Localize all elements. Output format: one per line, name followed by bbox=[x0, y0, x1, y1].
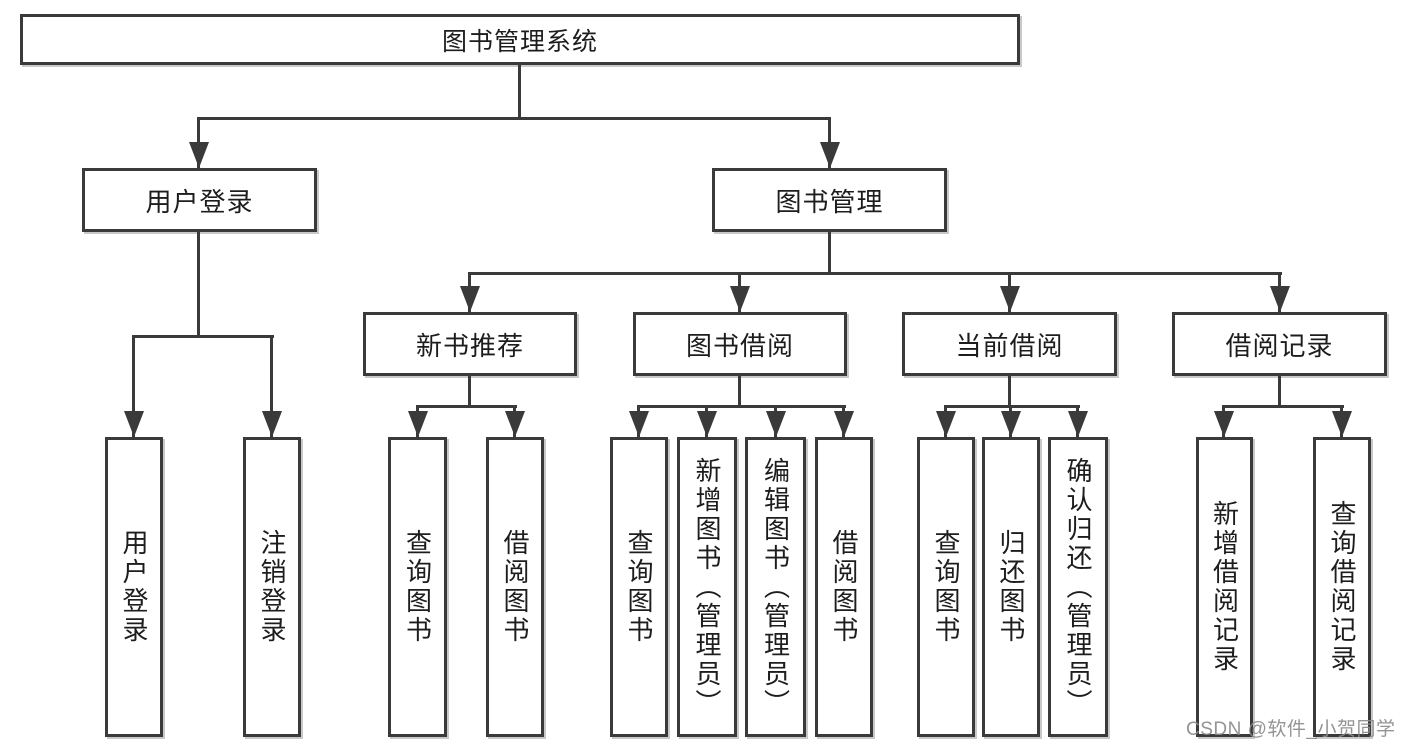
arrow-down-icon bbox=[697, 411, 717, 437]
connector-line bbox=[132, 335, 135, 437]
leaf-label: 编辑图书（管理员） bbox=[760, 456, 791, 718]
leaf-label: 借阅图书 bbox=[829, 529, 859, 645]
connector-line bbox=[1222, 405, 1344, 408]
leaf-user-login: 用户登录 bbox=[105, 437, 163, 737]
leaf-borrow-edit-books-admin: 编辑图书（管理员） bbox=[745, 437, 806, 737]
arrow-down-icon bbox=[408, 411, 428, 437]
connector-line bbox=[738, 376, 741, 407]
leaf-label: 新增借阅记录 bbox=[1209, 500, 1240, 674]
connector-line bbox=[132, 335, 274, 338]
leaf-label: 查询借阅记录 bbox=[1327, 500, 1357, 674]
arrow-down-icon bbox=[1214, 411, 1234, 437]
leaf-current-confirm-return-admin: 确认归还（管理员） bbox=[1048, 437, 1108, 737]
leaf-label: 归还图书 bbox=[996, 529, 1026, 645]
connector-line bbox=[518, 63, 521, 119]
leaf-borrow-borrow-books: 借阅图书 bbox=[815, 437, 873, 737]
arrow-down-icon bbox=[629, 411, 649, 437]
arrow-down-icon bbox=[189, 142, 209, 168]
leaf-borrow-query-books: 查询图书 bbox=[610, 437, 668, 737]
connector-line bbox=[828, 232, 831, 275]
arrow-down-icon bbox=[1068, 411, 1088, 437]
leaf-record-add: 新增借阅记录 bbox=[1196, 437, 1253, 737]
node-current-borrow: 当前借阅 bbox=[902, 312, 1117, 376]
leaf-label: 查询图书 bbox=[624, 529, 654, 645]
leaf-current-query-books: 查询图书 bbox=[917, 437, 975, 737]
arrow-down-icon bbox=[1000, 286, 1020, 312]
node-label: 用户登录 bbox=[145, 186, 254, 217]
node-label: 当前借阅 bbox=[955, 330, 1064, 361]
leaf-label: 查询图书 bbox=[931, 529, 961, 645]
arrow-down-icon bbox=[460, 286, 480, 312]
node-new-book-recommend: 新书推荐 bbox=[363, 312, 577, 376]
leaf-logout: 注销登录 bbox=[243, 437, 301, 737]
connector-line bbox=[637, 405, 846, 408]
leaf-record-query: 查询借阅记录 bbox=[1313, 437, 1371, 737]
node-user-login: 用户登录 bbox=[82, 168, 317, 232]
leaf-label: 新增图书（管理员） bbox=[692, 456, 722, 718]
arrow-down-icon bbox=[730, 286, 750, 312]
arrow-down-icon bbox=[1270, 286, 1290, 312]
arrow-down-icon bbox=[262, 411, 282, 437]
connector-line bbox=[1278, 376, 1281, 407]
node-label: 新书推荐 bbox=[415, 330, 524, 361]
leaf-label: 用户登录 bbox=[119, 529, 149, 645]
node-label: 图书管理系统 bbox=[441, 27, 598, 56]
arrow-down-icon bbox=[1332, 411, 1352, 437]
leaf-recommend-query-books: 查询图书 bbox=[388, 437, 447, 737]
node-label: 借阅记录 bbox=[1225, 330, 1334, 361]
connector-line bbox=[468, 272, 1282, 275]
connector-line bbox=[468, 376, 471, 407]
connector-line bbox=[944, 405, 1080, 408]
node-library-management-system: 图书管理系统 bbox=[20, 14, 1020, 65]
node-borrow-record: 借阅记录 bbox=[1172, 312, 1387, 376]
leaf-recommend-borrow-books: 借阅图书 bbox=[486, 437, 544, 737]
node-book-management: 图书管理 bbox=[712, 168, 947, 232]
connector-line bbox=[270, 335, 273, 437]
connector-line bbox=[1008, 376, 1011, 407]
node-book-borrow: 图书借阅 bbox=[633, 312, 847, 376]
leaf-label: 查询图书 bbox=[402, 529, 433, 645]
node-label: 图书管理 bbox=[775, 186, 884, 217]
arrow-down-icon bbox=[834, 411, 854, 437]
connector-line bbox=[416, 405, 517, 408]
arrow-down-icon bbox=[820, 142, 840, 168]
arrow-down-icon bbox=[505, 411, 525, 437]
arrow-down-icon bbox=[124, 411, 144, 437]
csdn-watermark: CSDN @软件_小贺同学 bbox=[1186, 719, 1396, 740]
leaf-borrow-add-books-admin: 新增图书（管理员） bbox=[677, 437, 737, 737]
node-label: 图书借阅 bbox=[685, 330, 794, 361]
arrow-down-icon bbox=[936, 411, 956, 437]
leaf-current-return-books: 归还图书 bbox=[982, 437, 1040, 737]
leaf-label: 确认归还（管理员） bbox=[1063, 456, 1093, 718]
arrow-down-icon bbox=[1001, 411, 1021, 437]
connector-line bbox=[197, 117, 831, 120]
leaf-label: 注销登录 bbox=[257, 529, 287, 645]
connector-line bbox=[197, 232, 200, 337]
arrow-down-icon bbox=[766, 411, 786, 437]
leaf-label: 借阅图书 bbox=[500, 529, 530, 645]
